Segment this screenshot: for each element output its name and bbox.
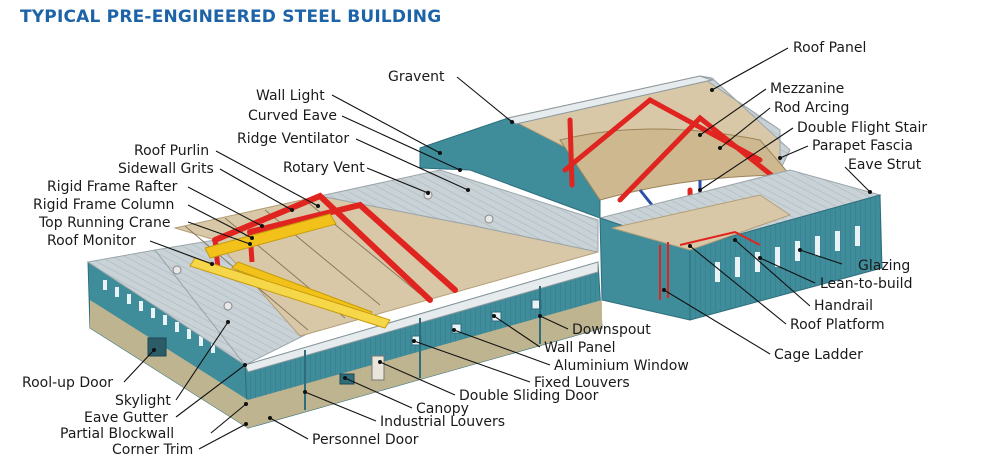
label-handrail: Handrail (814, 298, 873, 314)
label-sidewall-grits: Sidewall Grits (118, 161, 214, 177)
label-parapet-fascia: Parapet Fascia (812, 138, 913, 154)
label-rigid-frame-rafter: Rigid Frame Rafter (47, 179, 178, 195)
label-industrial-louvers: Industrial Louvers (380, 414, 505, 430)
label-cage-ladder: Cage Ladder (774, 347, 863, 363)
label-gravent: Gravent (388, 69, 445, 85)
label-personnel-door: Personnel Door (312, 432, 419, 448)
label-aluminium-window: Aluminium Window (554, 358, 689, 374)
label-mezzanine: Mezzanine (770, 81, 844, 97)
label-rod-arcing: Rod Arcing (774, 100, 849, 116)
label-double-flight-stair: Double Flight Stair (797, 120, 927, 136)
label-roof-platform: Roof Platform (790, 317, 885, 333)
label-double-sliding-door: Double Sliding Door (459, 388, 599, 404)
label-wall-panel: Wall Panel (544, 340, 616, 356)
label-roof-monitor: Roof Monitor (47, 233, 136, 249)
label-rigid-frame-column: Rigid Frame Column (33, 197, 174, 213)
label-ridge-ventilator: Ridge Ventilator (237, 131, 349, 147)
label-glazing: Glazing (858, 258, 910, 274)
label-top-running-crane: Top Running Crane (38, 215, 171, 231)
label-lean-to-build: Lean-to-build (820, 276, 912, 292)
label-eave-strut: Eave Strut (848, 157, 922, 173)
label-skylight: Skylight (115, 393, 171, 409)
label-eave-gutter: Eave Gutter (84, 410, 168, 426)
label-downspout: Downspout (572, 322, 651, 338)
label-roof-purlin: Roof Purlin (134, 143, 209, 159)
label-partial-blockwall: Partial Blockwall (60, 426, 174, 442)
label-wall-light: Wall Light (256, 88, 325, 104)
label-corner-trim: Corner Trim (112, 442, 193, 458)
label-rotary-vent: Rotary Vent (283, 160, 365, 176)
label-curved-eave: Curved Eave (248, 108, 337, 124)
label-roof-panel: Roof Panel (793, 40, 866, 56)
label-rool-up-door: Rool-up Door (22, 375, 113, 391)
